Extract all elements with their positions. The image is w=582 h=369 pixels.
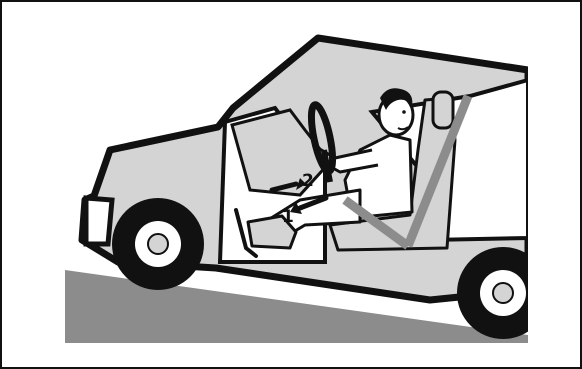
right-margin-mask xyxy=(528,30,580,350)
front-wheel xyxy=(112,198,204,290)
step-1-label: 1 xyxy=(282,207,294,227)
headrest xyxy=(433,92,453,128)
step-2-label: 2 xyxy=(302,171,314,191)
front-bumper xyxy=(86,198,112,244)
